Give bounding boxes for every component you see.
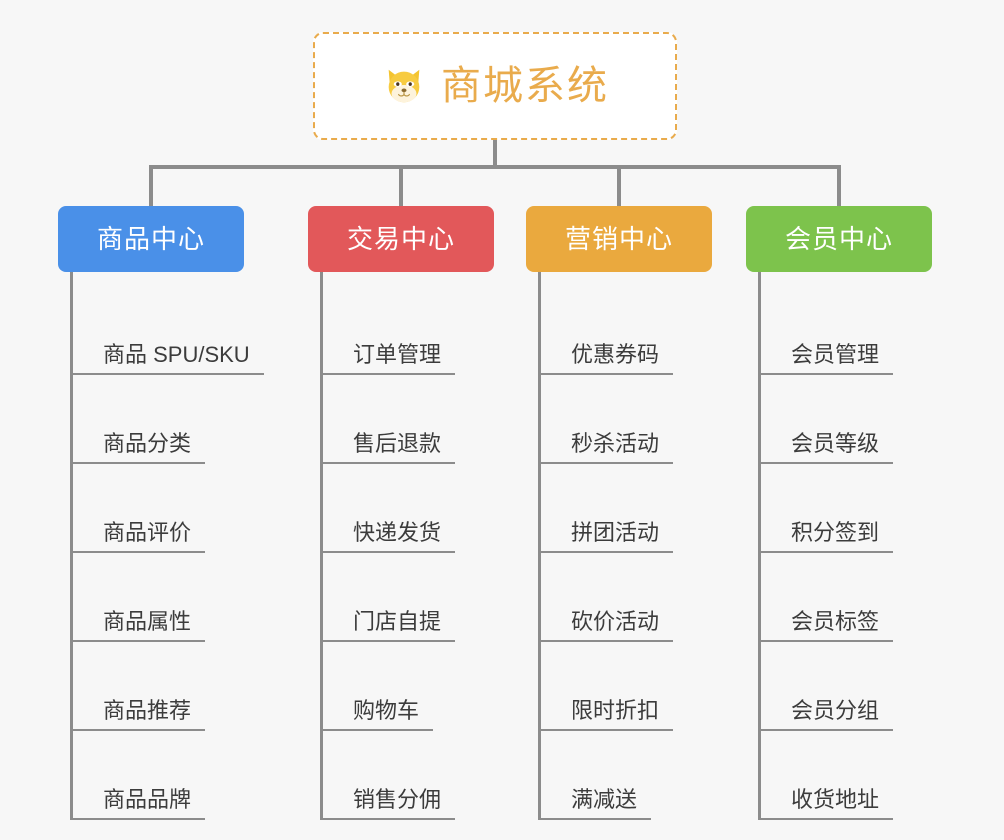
list-item[interactable]: 订单管理: [323, 286, 494, 375]
leaf-label: 积分签到: [761, 520, 894, 553]
leaf-label: 快递发货: [323, 520, 456, 553]
leaf-label: 会员分组: [761, 698, 894, 731]
leaf-label: 会员管理: [761, 342, 894, 375]
list-item[interactable]: 积分签到: [761, 464, 932, 553]
branch-column-4: 会员中心 会员管理 会员等级 积分签到 会员标签 会员分组 收货地址: [746, 206, 932, 820]
list-item[interactable]: 快递发货: [323, 464, 494, 553]
list-item[interactable]: 商品 SPU/SKU: [73, 286, 264, 375]
connector-horizontal-bar: [149, 165, 841, 169]
category-label-2: 交易中心: [346, 224, 455, 254]
list-item[interactable]: 购物车: [323, 642, 494, 731]
leaf-label: 售后退款: [323, 431, 456, 464]
branch-column-3: 营销中心 优惠券码 秒杀活动 拼团活动 砍价活动 限时折扣 满减送: [526, 206, 712, 820]
connector-drop-4: [837, 165, 841, 206]
list-item[interactable]: 拼团活动: [541, 464, 712, 553]
leaf-label: 销售分佣: [323, 787, 456, 820]
shiba-dog-face-icon: [381, 63, 427, 109]
list-item[interactable]: 商品评价: [73, 464, 244, 553]
list-item[interactable]: 商品属性: [73, 553, 244, 642]
connector-drop-1: [149, 165, 153, 206]
list-item[interactable]: 优惠券码: [541, 286, 712, 375]
category-box-4[interactable]: 会员中心: [746, 206, 932, 272]
list-item[interactable]: 收货地址: [761, 731, 932, 820]
list-item[interactable]: 会员等级: [761, 375, 932, 464]
leaf-list-3: 优惠券码 秒杀活动 拼团活动 砍价活动 限时折扣 满减送: [538, 272, 712, 820]
root-title: 商城系统: [441, 64, 609, 108]
leaf-list-1: 商品 SPU/SKU 商品分类 商品评价 商品属性 商品推荐 商品品牌: [70, 272, 264, 820]
leaf-label: 会员标签: [761, 609, 894, 642]
leaf-label: 拼团活动: [541, 520, 674, 553]
leaf-label: 商品推荐: [73, 698, 206, 731]
leaf-label: 收货地址: [761, 787, 894, 820]
leaf-label: 会员等级: [761, 431, 894, 464]
leaf-label: 满减送: [541, 787, 652, 820]
leaf-label: 限时折扣: [541, 698, 674, 731]
leaf-label: 购物车: [323, 698, 434, 731]
branch-column-1: 商品中心 商品 SPU/SKU 商品分类 商品评价 商品属性 商品推荐 商品品牌: [58, 206, 264, 820]
list-item[interactable]: 商品推荐: [73, 642, 244, 731]
list-item[interactable]: 销售分佣: [323, 731, 494, 820]
list-item[interactable]: 售后退款: [323, 375, 494, 464]
connector-drop-3: [617, 165, 621, 206]
leaf-label: 秒杀活动: [541, 431, 674, 464]
leaf-label: 商品评价: [73, 520, 206, 553]
leaf-label: 商品分类: [73, 431, 206, 464]
leaf-label: 商品属性: [73, 609, 206, 642]
category-box-3[interactable]: 营销中心: [526, 206, 712, 272]
leaf-label: 订单管理: [323, 342, 456, 375]
leaf-label: 砍价活动: [541, 609, 674, 642]
category-label-1: 商品中心: [96, 224, 205, 254]
list-item[interactable]: 商品品牌: [73, 731, 244, 820]
list-item[interactable]: 商品分类: [73, 375, 244, 464]
leaf-label: 商品品牌: [73, 787, 206, 820]
list-item[interactable]: 会员分组: [761, 642, 932, 731]
leaf-label: 优惠券码: [541, 342, 674, 375]
leaf-list-4: 会员管理 会员等级 积分签到 会员标签 会员分组 收货地址: [758, 272, 932, 820]
connector-drop-2: [399, 165, 403, 206]
root-node[interactable]: 商城系统: [313, 32, 677, 140]
leaf-list-2: 订单管理 售后退款 快递发货 门店自提 购物车 销售分佣: [320, 272, 494, 820]
list-item[interactable]: 会员管理: [761, 286, 932, 375]
category-label-3: 营销中心: [564, 224, 673, 254]
category-box-2[interactable]: 交易中心: [308, 206, 494, 272]
list-item[interactable]: 砍价活动: [541, 553, 712, 642]
list-item[interactable]: 秒杀活动: [541, 375, 712, 464]
category-box-1[interactable]: 商品中心: [58, 206, 244, 272]
leaf-label: 门店自提: [323, 609, 456, 642]
branch-column-2: 交易中心 订单管理 售后退款 快递发货 门店自提 购物车 销售分佣: [308, 206, 494, 820]
leaf-label: 商品 SPU/SKU: [73, 342, 264, 375]
list-item[interactable]: 限时折扣: [541, 642, 712, 731]
list-item[interactable]: 满减送: [541, 731, 712, 820]
list-item[interactable]: 会员标签: [761, 553, 932, 642]
connector-stem: [493, 140, 497, 168]
category-label-4: 会员中心: [784, 224, 893, 254]
list-item[interactable]: 门店自提: [323, 553, 494, 642]
